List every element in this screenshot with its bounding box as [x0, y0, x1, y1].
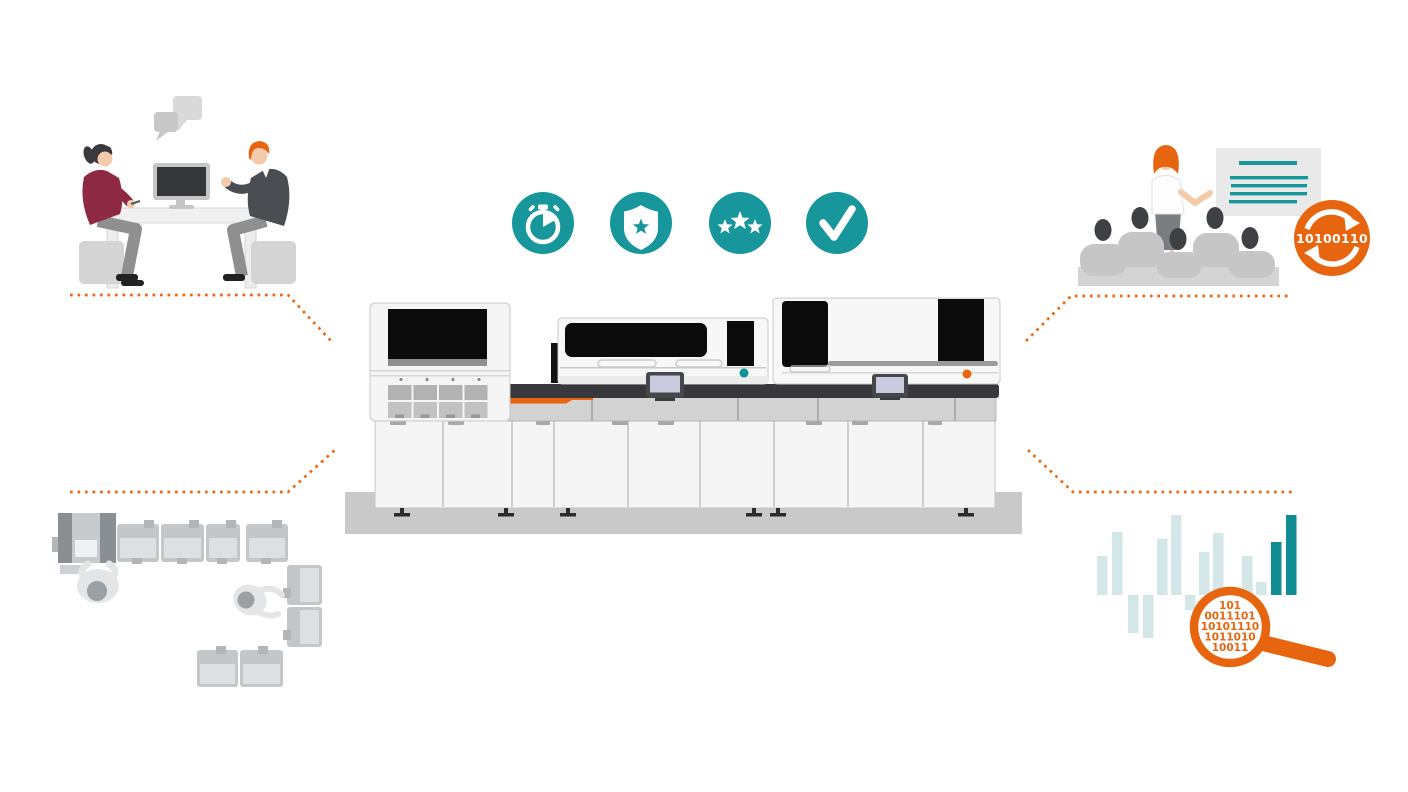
lab-bench — [161, 520, 204, 564]
orange-accent-strip — [510, 397, 593, 404]
lab-bench — [206, 520, 240, 564]
badge-binary-text: 10100110 — [1296, 231, 1368, 246]
connector-bottom-right — [1027, 449, 1292, 494]
stopwatch-icon — [525, 204, 561, 245]
lab-analyzer-topview — [52, 513, 116, 574]
presentation-board — [1216, 148, 1321, 216]
chart-bar — [1128, 595, 1139, 633]
chart-bar — [1242, 556, 1253, 595]
lab-person-topview — [77, 560, 119, 603]
data-sync-badge: 10100110 — [1294, 200, 1370, 276]
shield-star-icon — [624, 205, 658, 250]
audience-member — [1228, 227, 1275, 278]
magnifier-line: 1011010 — [1204, 632, 1255, 644]
connector-bottom-left — [70, 447, 337, 494]
magnifier-line: 10101110 — [1201, 621, 1259, 633]
chart-bar — [1097, 556, 1108, 595]
lab-bench — [197, 646, 238, 687]
door-handles — [390, 421, 942, 425]
lab-bench — [283, 607, 322, 647]
connector-top-right — [1025, 294, 1292, 342]
scene-analytics: 101 0011101 10101110 1011010 10011 — [1097, 515, 1336, 668]
audience-member — [1156, 228, 1202, 278]
magnifier-line: 101 — [1219, 600, 1241, 612]
lab-bench-column — [283, 565, 322, 647]
module-panel — [727, 321, 754, 366]
control-tablet — [646, 372, 684, 401]
status-light-orange — [962, 369, 972, 379]
lab-bench — [240, 646, 283, 687]
chart-bar — [1286, 515, 1297, 595]
chart-bar — [1256, 582, 1267, 595]
audience-member — [1118, 207, 1164, 268]
machine-feet — [394, 508, 974, 517]
connector-top-left — [70, 293, 334, 344]
benefit-icon-excellence — [709, 192, 771, 254]
sample-drawers — [388, 385, 488, 418]
conveyor-track — [505, 384, 999, 398]
chart-bar — [1185, 595, 1196, 610]
module-input-buffer — [369, 302, 511, 422]
monitor-icon — [153, 163, 210, 209]
chart-bar — [1213, 533, 1224, 595]
benefit-icon-speed — [512, 192, 574, 254]
benefit-icon-quality — [610, 192, 672, 254]
lab-bench-row — [117, 520, 288, 564]
scene-consultation — [79, 96, 296, 289]
audience-member — [1080, 219, 1127, 276]
audience-group — [1078, 207, 1279, 286]
benefit-icons-row — [512, 192, 868, 254]
benefit-icon-reliability — [806, 192, 868, 254]
lab-bench — [283, 565, 322, 605]
module-window — [782, 301, 828, 367]
lab-bench-bottom — [197, 646, 283, 687]
chart-bar — [1112, 532, 1123, 595]
machine-cabinets — [374, 419, 996, 517]
module-analyzer-b — [772, 297, 1001, 400]
chart-bar — [1171, 515, 1182, 595]
person-consultant-man — [221, 141, 296, 284]
scene-lab-layout — [52, 513, 322, 687]
audience-member — [1193, 207, 1239, 268]
lab-bench — [117, 520, 159, 564]
checkmark-icon — [819, 205, 856, 241]
speech-bubbles-icon — [154, 96, 202, 141]
mini-bar-chart-bars — [1097, 515, 1297, 638]
chart-bar — [1157, 539, 1168, 595]
chart-bar — [1143, 595, 1154, 638]
chart-bar — [1199, 552, 1210, 595]
module-analyzer-a — [551, 317, 769, 401]
three-stars-icon — [717, 211, 763, 234]
magnifier-line: 0011101 — [1204, 611, 1255, 623]
magnifier-line: 10011 — [1212, 642, 1249, 654]
status-light-teal — [739, 368, 749, 378]
lab-person-topview — [233, 584, 285, 619]
module-panel — [938, 299, 984, 361]
control-tablet — [872, 374, 908, 400]
chart-bar — [1271, 542, 1282, 595]
lab-bench — [246, 520, 288, 564]
analyzer-machine — [345, 297, 1022, 534]
scene-training: 10100110 — [1078, 145, 1370, 286]
module-window — [388, 309, 487, 361]
module-window — [565, 323, 707, 357]
person-consultant-woman — [79, 144, 144, 286]
connector-lines — [70, 293, 1292, 494]
magnifier-data-icon: 101 0011101 10101110 1011010 10011 — [1189, 586, 1336, 668]
